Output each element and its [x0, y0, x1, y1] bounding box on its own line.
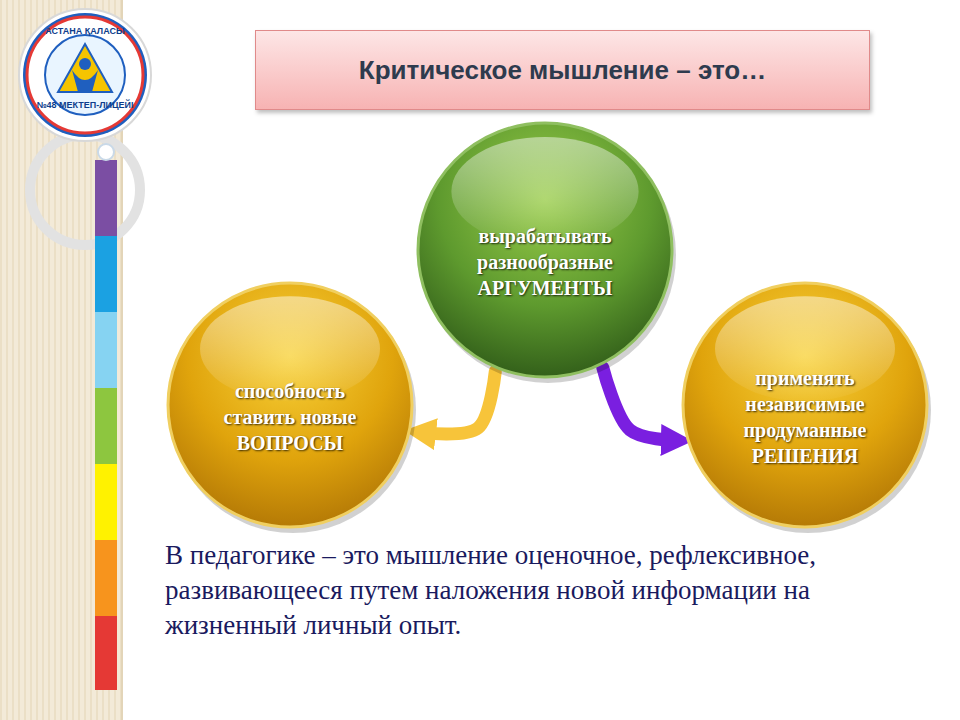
circle-text: применять независимые продуманные РЕШЕНИ…: [718, 341, 892, 469]
idea-circle: способность ставить новые ВОПРОСЫ: [165, 280, 415, 530]
argument-circle: вырабатывать разнообразные АРГУМЕНТЫ: [415, 120, 675, 380]
circle-text: способность ставить новые ВОПРОСЫ: [203, 354, 377, 456]
logo-text: №48 МЕКТЕП-ЛИЦЕЙІ: [36, 100, 133, 110]
circle-text: вырабатывать разнообразные АРГУМЕНТЫ: [454, 199, 636, 301]
title-banner: Критическое мышление – это…: [255, 30, 870, 110]
deco-ring: [30, 135, 140, 245]
circle-shape: [415, 120, 675, 380]
circle-shape: [165, 280, 415, 530]
logo-text: АСТАНА ҚАЛАСЫ: [45, 26, 124, 36]
school-logo: [19, 9, 151, 141]
caption-text: В педагогике – это мышление оценочное, р…: [165, 538, 935, 643]
curved-arrow: [423, 371, 495, 434]
title-text: Критическое мышление – это…: [359, 55, 766, 86]
idea-circle: применять независимые продуманные РЕШЕНИ…: [680, 280, 930, 530]
curved-arrow: [603, 368, 674, 441]
color-bar: [95, 144, 117, 690]
